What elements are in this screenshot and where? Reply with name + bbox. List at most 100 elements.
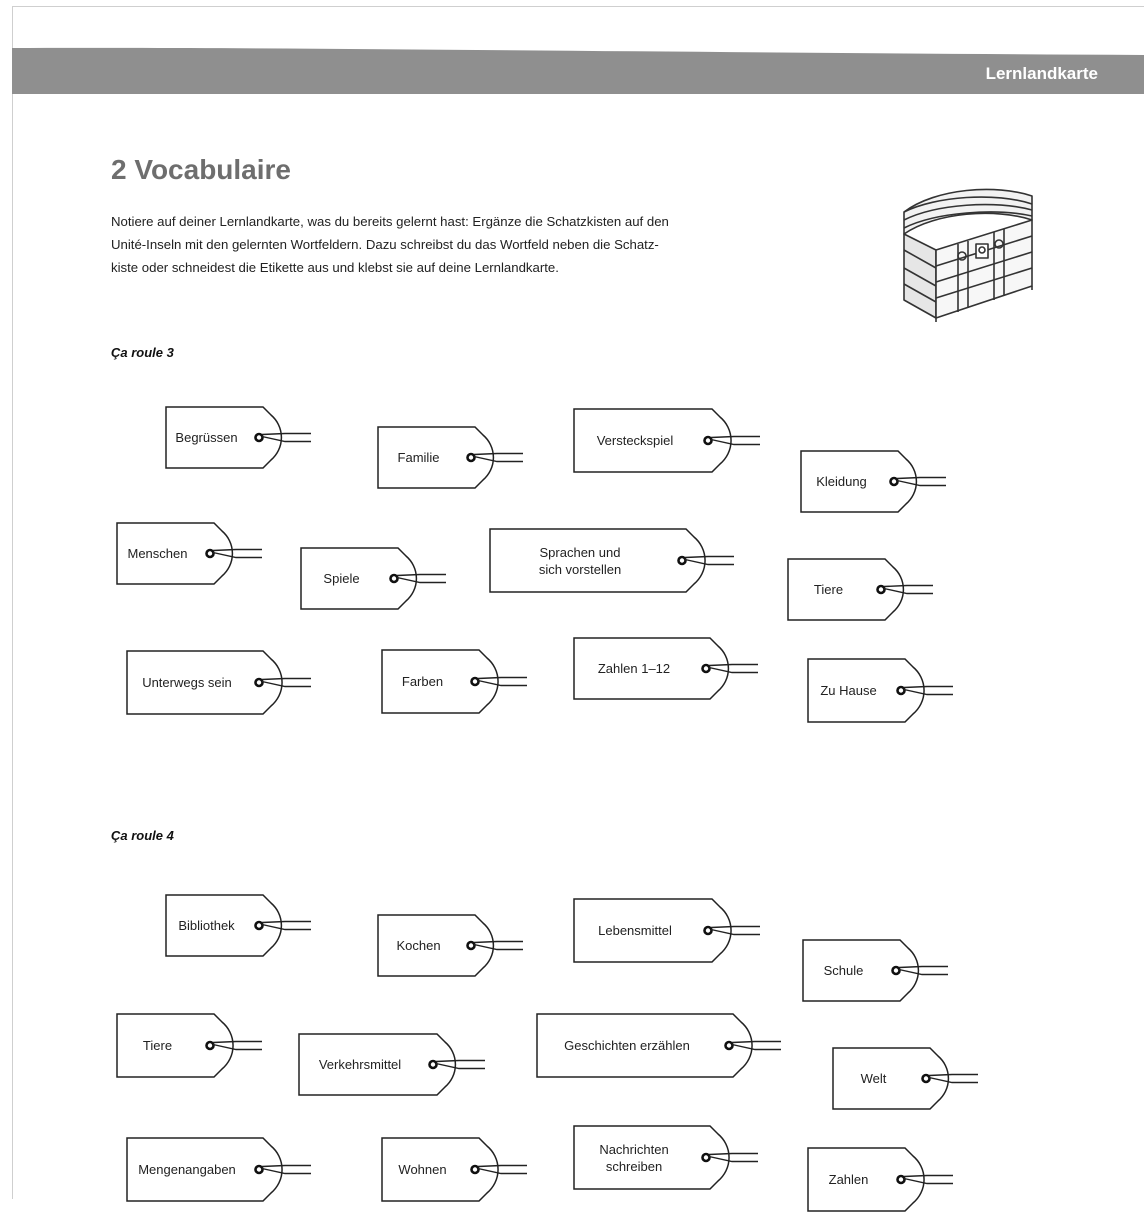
tag-outline [536, 1013, 753, 1078]
banner-title: Lernlandkarte [985, 64, 1098, 83]
vocabulary-tag-farben: Farben [380, 648, 529, 715]
tag-label: Welt [860, 1071, 887, 1086]
tag-string [903, 685, 953, 689]
tag-shape-icon [165, 894, 311, 957]
tag-label: Tiere [813, 582, 844, 597]
vocabulary-tag-welt: Welt [831, 1046, 980, 1111]
tag-shape-icon [126, 1137, 311, 1202]
vocabulary-tag-tiere: Tiere [786, 557, 935, 622]
vocabulary-tag-unterwegs-sein: Unterwegs sein [125, 649, 313, 716]
tag-label: Zahlen 1–12 [597, 661, 671, 676]
tag-outline [126, 650, 283, 715]
vocabulary-tag-sprachen-und-sich-vorstellen: Sprachen und sich vorstellen [488, 527, 736, 594]
vocabulary-tag-mengenangaben: Mengenangaben [125, 1136, 313, 1203]
tag-shape-icon [116, 1013, 262, 1078]
tag-outline [787, 558, 905, 621]
tag-shape-icon [116, 522, 262, 585]
tag-label: Verkehrsmittel [318, 1057, 402, 1072]
tag-shape-icon [573, 637, 758, 700]
tag-string [261, 680, 311, 688]
tag-outline [573, 408, 732, 473]
tag-outline [489, 528, 706, 593]
tag-shape-icon [489, 528, 734, 593]
tag-label: Bibliothek [178, 918, 235, 933]
tag-string [710, 928, 760, 936]
tag-outline [807, 658, 925, 723]
treasure-chest-icon [896, 182, 1038, 327]
tag-label: Kochen [396, 938, 441, 953]
tag-shape-icon [573, 408, 760, 473]
tag-string [883, 584, 933, 588]
tag-label: Tiere [142, 1038, 173, 1053]
tag-string [710, 925, 760, 929]
tag-shape-icon [800, 450, 946, 513]
tag-hole [466, 940, 476, 951]
tag-string [896, 476, 946, 480]
tag-string [708, 666, 758, 674]
tag-shape-icon [298, 1033, 485, 1096]
tag-string [684, 555, 734, 559]
tag-hole [876, 584, 886, 595]
tag-label: Lebensmittel [598, 923, 672, 938]
tag-label: Menschen [127, 546, 188, 561]
tag-string [435, 1059, 485, 1063]
tag-string [261, 920, 311, 924]
tag-hole [470, 1164, 480, 1175]
tag-shape-icon [802, 939, 948, 1002]
vocabulary-tag-geschichten-erzählen: Geschichten erzählen [535, 1012, 783, 1079]
vocabulary-tag-kleidung: Kleidung [799, 449, 948, 514]
tag-string [435, 1062, 485, 1070]
section-label-ca-roule-3: Ça roule 3 [111, 345, 174, 360]
tag-hole [389, 573, 399, 584]
intro-line-2: Unité-Inseln mit den gelernten Wortfelde… [111, 237, 659, 252]
tag-string [684, 558, 734, 566]
vocabulary-tag-versteckspiel: Versteckspiel [572, 407, 762, 474]
tag-label: Geschichten erzählen [564, 1038, 690, 1053]
tag-string [928, 1076, 978, 1084]
tag-string [731, 1040, 781, 1044]
tag-hole [205, 1040, 215, 1051]
tag-string [477, 1167, 527, 1175]
tag-string [896, 479, 946, 487]
vocabulary-tag-begrüssen: Begrüssen [164, 405, 313, 470]
vocabulary-tag-lebensmittel: Lebensmittel [572, 897, 762, 964]
tag-outline [381, 649, 499, 714]
tag-string [261, 435, 311, 443]
tag-hole [889, 476, 899, 487]
tag-shape-icon [832, 1047, 978, 1110]
vocabulary-tag-kochen: Kochen [376, 913, 525, 978]
vocabulary-tag-menschen: Menschen [115, 521, 264, 586]
tag-label: Kleidung [816, 474, 867, 489]
intro-line-1: Notiere auf deiner Lernlandkarte, was du… [111, 214, 669, 229]
tag-label: Farben [401, 674, 444, 689]
tag-string [903, 688, 953, 696]
section-label-ca-roule-4: Ça roule 4 [111, 828, 174, 843]
tag-label: Nachrichten schreiben [599, 1141, 669, 1174]
tag-string [212, 1043, 262, 1051]
tag-outline [832, 1047, 950, 1110]
vocabulary-tag-zu-hause: Zu Hause [806, 657, 955, 724]
tag-label: Familie [397, 450, 440, 465]
tag-outline [116, 1013, 234, 1078]
tag-outline [298, 1033, 457, 1096]
tag-string [708, 1152, 758, 1156]
tag-shape-icon [381, 1137, 527, 1202]
tag-label: Zu Hause [820, 683, 877, 698]
tag-outline [573, 898, 732, 963]
tag-string [883, 587, 933, 595]
tag-outline [300, 547, 418, 610]
tag-hole [891, 965, 901, 976]
tag-outline [377, 914, 495, 977]
tag-outline [165, 406, 283, 469]
tag-shape-icon [787, 558, 933, 621]
vocabulary-tag-wohnen: Wohnen [380, 1136, 529, 1203]
tag-string [261, 432, 311, 436]
tag-string [261, 1164, 311, 1168]
tag-string [261, 923, 311, 931]
tag-string [708, 1155, 758, 1163]
tag-string [473, 943, 523, 951]
tag-hole [677, 555, 687, 566]
tag-string [731, 1043, 781, 1051]
vocabulary-tag-zahlen: Zahlen [806, 1146, 955, 1213]
tag-label: Sprachen und sich vorstellen [538, 544, 622, 577]
